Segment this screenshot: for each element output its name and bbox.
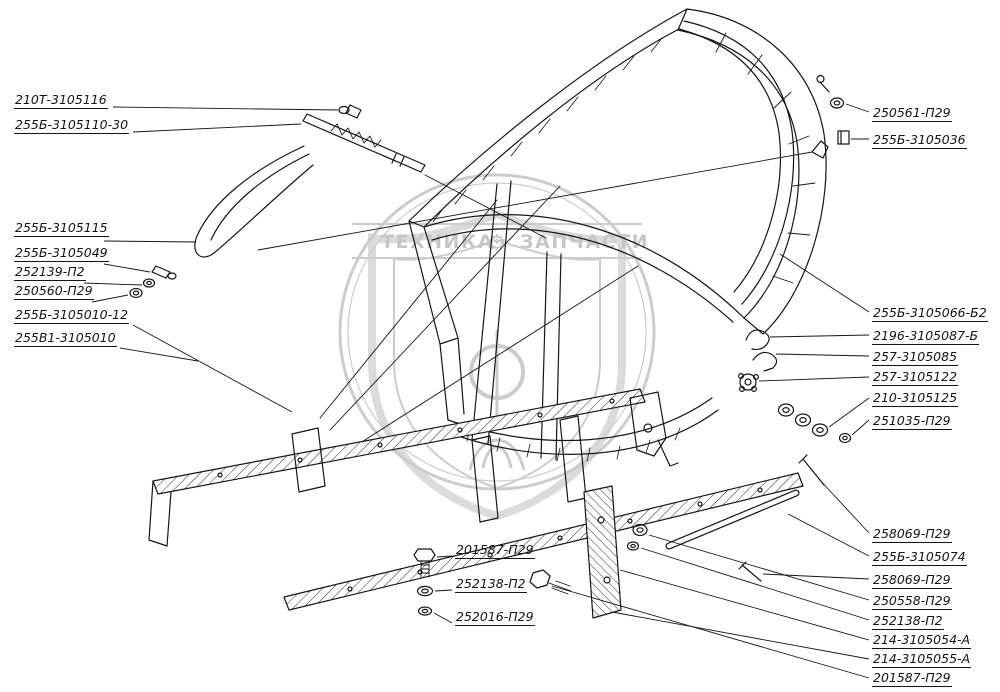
part-bracket-plate bbox=[583, 485, 622, 619]
watermark: ТЕХНИКА ⚙ ЗАПЧАСТИ bbox=[338, 173, 656, 521]
cab-frame-drawing bbox=[129, 8, 852, 619]
watermark-text-right: ЗАПЧАСТИ bbox=[520, 231, 649, 253]
part-long-rod bbox=[665, 489, 800, 550]
part-left-fasteners bbox=[129, 265, 177, 299]
part-number-label: 252139-П2 bbox=[14, 264, 86, 281]
part-number-label: 252138-П2 bbox=[872, 613, 944, 630]
part-spring-washer-center bbox=[417, 606, 433, 616]
part-number-label: 258069-П29 bbox=[872, 526, 952, 543]
part-latch-bracket bbox=[629, 391, 679, 467]
leader-lines bbox=[83, 103, 870, 679]
part-hook-2 bbox=[752, 351, 778, 372]
part-number-label: 258069-П29 bbox=[872, 572, 952, 589]
part-number-label: 255Б-3105110-30 bbox=[14, 117, 130, 134]
part-washer-center bbox=[416, 585, 434, 597]
part-frame-rail-lower bbox=[283, 472, 804, 611]
part-number-label: 201587-П29 bbox=[872, 670, 952, 687]
part-number-label: 252138-П2 bbox=[455, 576, 527, 593]
part-number-label: 255В1-3105010 bbox=[14, 330, 117, 347]
part-number-label: 257-3105122 bbox=[872, 369, 959, 386]
part-number-label: 252016-П29 bbox=[455, 609, 535, 626]
watermark-wheat-emblem bbox=[468, 438, 526, 471]
part-release-cable bbox=[257, 151, 813, 251]
part-washer-stack bbox=[777, 403, 852, 444]
part-hook-1 bbox=[745, 329, 770, 351]
part-number-label: 257-3105085 bbox=[872, 349, 959, 366]
part-number-label: 255Б-3105010-12 bbox=[14, 307, 130, 324]
part-number-label: 201587-П29 bbox=[455, 542, 535, 559]
part-nut-washer-plate bbox=[626, 523, 648, 551]
part-number-label: 210-3105125 bbox=[872, 390, 959, 407]
part-loop-handle bbox=[194, 145, 314, 258]
part-windshield-frame bbox=[677, 8, 827, 335]
part-number-label: 250560-П29 bbox=[14, 283, 94, 300]
part-number-label: 255Б-3105074 bbox=[872, 549, 967, 566]
part-clip-right bbox=[837, 130, 850, 145]
part-frame-rail-upper bbox=[148, 388, 646, 547]
part-knob bbox=[737, 373, 759, 393]
part-nut-top-right bbox=[829, 97, 845, 109]
part-number-label: 250558-П29 bbox=[872, 593, 952, 610]
part-number-label: 255Б-3105049 bbox=[14, 245, 109, 262]
part-number-label: 255Б-3105066-Б2 bbox=[872, 305, 988, 322]
part-number-label: 251035-П29 bbox=[872, 413, 952, 430]
part-bolt-bottom-right bbox=[529, 569, 572, 595]
part-spring-rod bbox=[302, 113, 426, 173]
part-number-label: 255Б-3105115 bbox=[14, 220, 109, 237]
part-number-label: 250561-П29 bbox=[872, 105, 952, 122]
part-number-label: 255Б-3105036 bbox=[872, 132, 967, 149]
part-number-label: 214-3105055-А bbox=[872, 651, 972, 668]
part-number-label: 214-3105054-А bbox=[872, 632, 972, 649]
part-number-label: 210Т-3105116 bbox=[14, 92, 108, 109]
watermark-text-left: ТЕХНИКА bbox=[381, 231, 494, 253]
part-bolt-center bbox=[413, 548, 436, 578]
part-top-clip bbox=[338, 104, 362, 119]
part-number-label: 2196-3105087-Б bbox=[872, 328, 980, 345]
